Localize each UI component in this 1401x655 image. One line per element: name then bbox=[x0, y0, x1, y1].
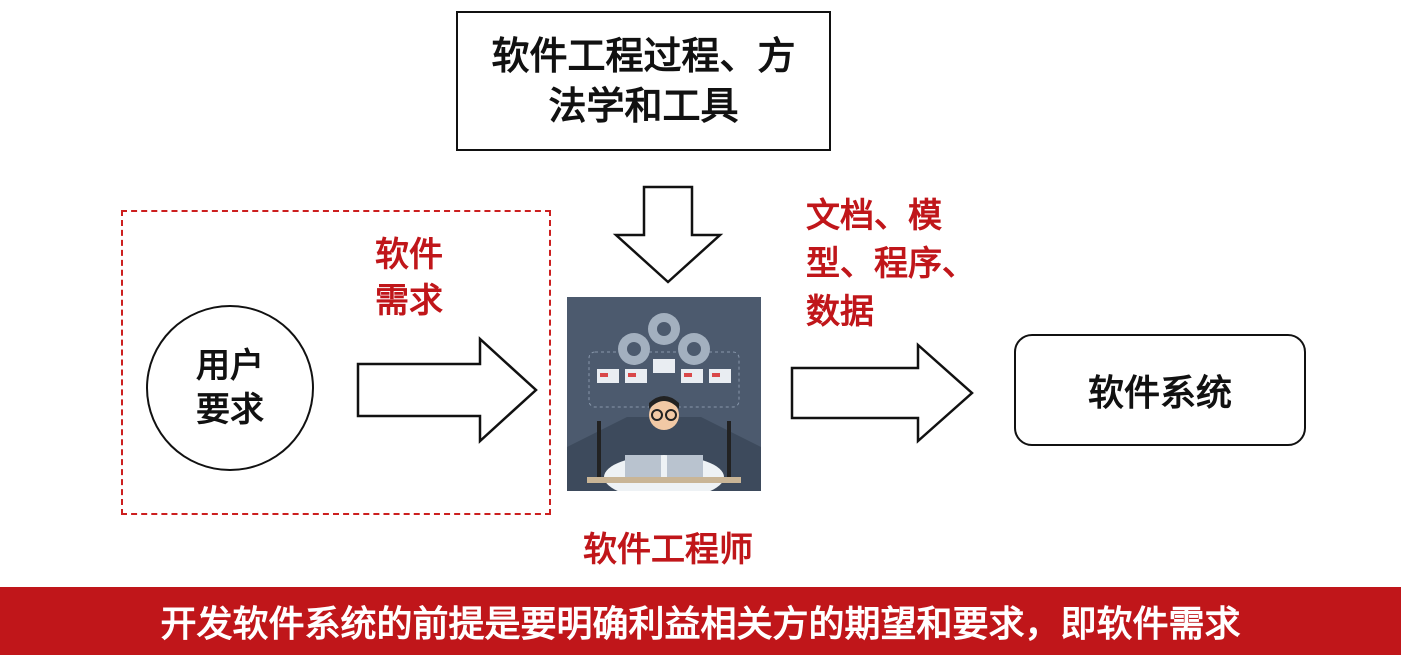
right-arrow-icon bbox=[790, 342, 974, 444]
right-arrow-icon bbox=[356, 336, 538, 444]
bottom-banner: 开发软件系统的前提是要明确利益相关方的期望和要求，即软件需求 bbox=[0, 587, 1401, 655]
output-artifacts-label: 文档、模型、程序、数据 bbox=[806, 196, 976, 332]
process-method-tools-text: 软件工程过程、方法学和工具 bbox=[491, 34, 796, 128]
bottom-banner-text: 开发软件系统的前提是要明确利益相关方的期望和要求，即软件需求 bbox=[160, 604, 1241, 645]
requirement-region bbox=[121, 210, 551, 515]
software-engineer-label: 软件工程师 bbox=[583, 530, 753, 570]
software-system-box: 软件系统 bbox=[1014, 334, 1306, 446]
down-arrow-icon bbox=[612, 185, 724, 284]
software-engineer-illustration bbox=[567, 297, 761, 491]
process-method-tools-box: 软件工程过程、方法学和工具 bbox=[456, 11, 831, 151]
software-system-text: 软件系统 bbox=[1087, 373, 1232, 414]
software-requirement-label: 软件需求 bbox=[375, 235, 443, 321]
user-requirement-text: 用户要求 bbox=[196, 346, 264, 430]
user-requirement-circle: 用户要求 bbox=[146, 305, 314, 471]
